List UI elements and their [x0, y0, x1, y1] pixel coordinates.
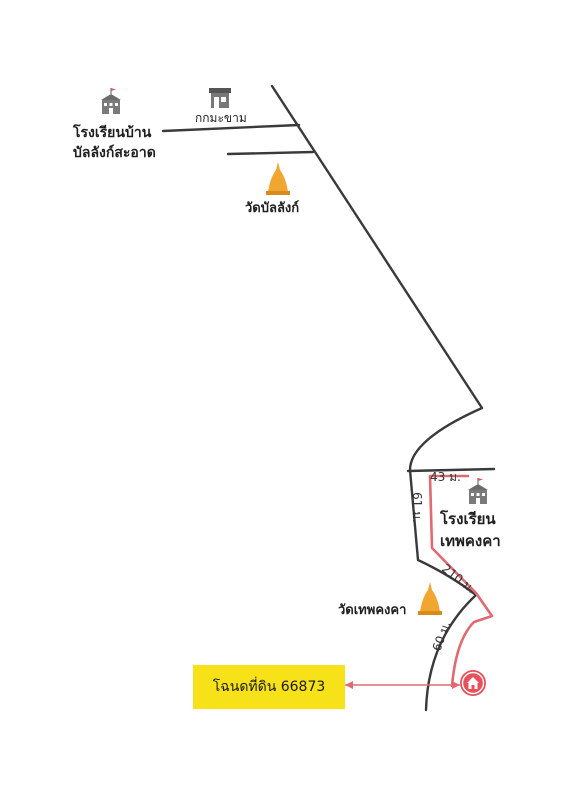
side-road-south — [406, 467, 496, 473]
main-road — [270, 84, 484, 712]
shop-name: กกมะขาม — [195, 111, 247, 125]
distance-210m: 210 ม. — [439, 561, 478, 596]
arrow-left-icon — [345, 681, 353, 689]
school-south-name-line1: โรงเรียน — [439, 509, 496, 528]
land-deed-label: โฉนดที่ดิน 66873 — [193, 665, 345, 709]
plot-outline — [428, 474, 494, 688]
side-road-lower — [226, 150, 315, 156]
school-icon — [101, 88, 121, 114]
school-north-name-line2: บัลลังก์สะอาด — [73, 144, 156, 161]
temple-north-name: วัดบัลลังก์ — [245, 200, 299, 216]
distance-61m: 61 ม. — [410, 492, 424, 523]
distance-43m: 43 ม. — [430, 470, 461, 484]
arrow-right-icon — [452, 681, 460, 689]
side-road-upper — [161, 123, 301, 133]
school-north-name-line1: โรงเรียนบ้าน — [72, 123, 152, 141]
shop-icon — [209, 88, 231, 108]
school-icon — [468, 478, 488, 504]
home-marker-icon — [460, 670, 486, 696]
distance-60m: 60 ม. — [430, 619, 454, 653]
temple-south-name: วัดเทพคงคา — [338, 603, 406, 618]
temple-icon — [418, 582, 442, 615]
school-south-name-line2: เทพคงคา — [440, 532, 501, 550]
temple-icon — [266, 162, 290, 195]
